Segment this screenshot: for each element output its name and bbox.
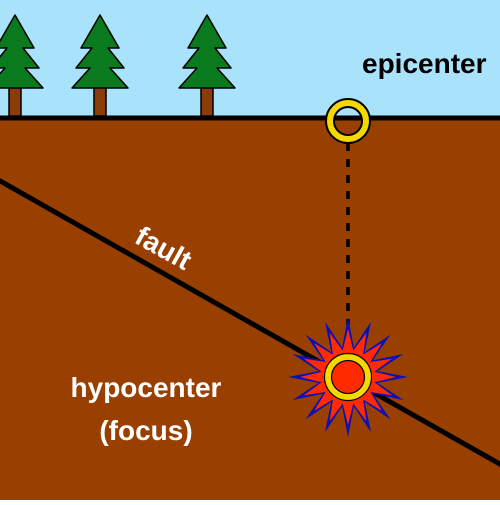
hypocenter-label: hypocenter bbox=[71, 372, 222, 403]
tree-icon bbox=[0, 14, 44, 117]
epicenter-label: epicenter bbox=[362, 48, 487, 79]
focus-label: (focus) bbox=[99, 415, 192, 446]
focus-ring bbox=[324, 353, 372, 401]
tree-icon bbox=[71, 14, 129, 117]
seismic-burst-icon bbox=[288, 317, 408, 437]
tree-icon bbox=[178, 14, 236, 117]
epicenter-marker-icon bbox=[325, 98, 371, 144]
fault-line bbox=[0, 177, 500, 468]
ground bbox=[0, 118, 500, 500]
